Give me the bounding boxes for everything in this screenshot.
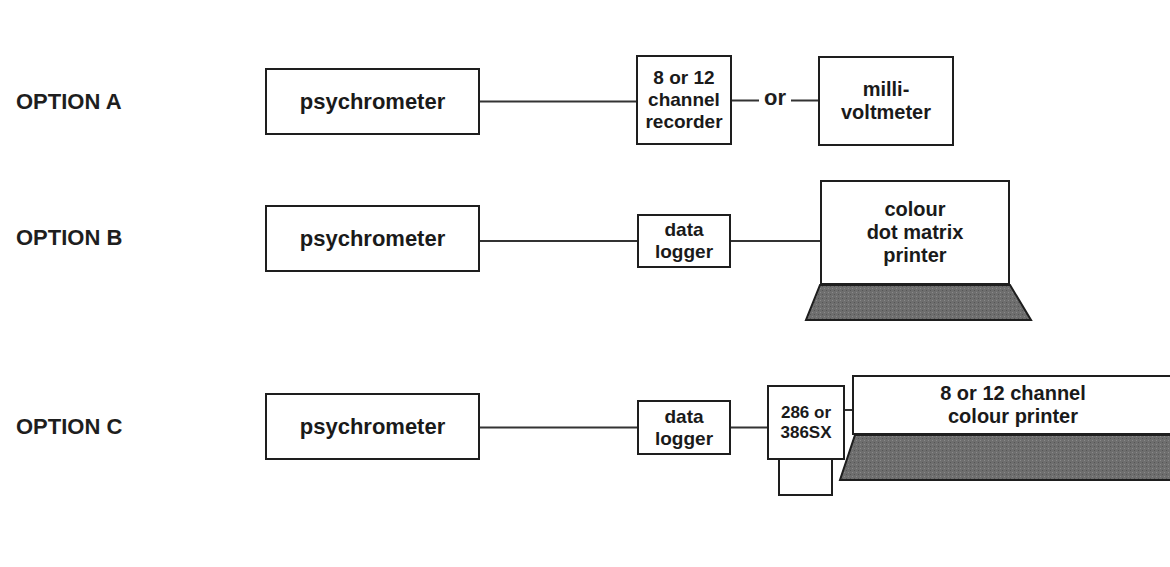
option-label: OPTION A bbox=[16, 90, 122, 114]
printer-base bbox=[806, 285, 1031, 320]
edge-label: or bbox=[759, 86, 791, 110]
device-box: data logger bbox=[637, 214, 731, 268]
device-label: data logger bbox=[639, 219, 729, 263]
printer-base bbox=[840, 435, 1170, 480]
device-box: milli- voltmeter bbox=[818, 56, 954, 146]
device-label: milli- voltmeter bbox=[820, 78, 952, 124]
computer-box: 286 or 386SX bbox=[767, 385, 845, 460]
computer-stand bbox=[779, 460, 832, 495]
connector-line bbox=[845, 409, 852, 411]
connector-line bbox=[731, 240, 820, 242]
device-label: data logger bbox=[639, 406, 729, 450]
device-box: data logger bbox=[637, 400, 731, 455]
device-box: 8 or 12 channel recorder bbox=[636, 55, 732, 145]
device-label: 8 or 12 channel recorder bbox=[638, 67, 730, 133]
connector-line bbox=[731, 427, 767, 429]
printer-box: 8 or 12 channel colour printer bbox=[852, 375, 1170, 435]
device-label: psychrometer bbox=[300, 89, 446, 114]
device-box: psychrometer bbox=[265, 393, 480, 460]
connector-line bbox=[480, 101, 636, 103]
device-box: psychrometer bbox=[265, 68, 480, 135]
device-label: psychrometer bbox=[300, 226, 446, 251]
printer-box: colour dot matrix printer bbox=[820, 180, 1010, 285]
option-label: OPTION C bbox=[16, 415, 122, 439]
device-label: 286 or 386SX bbox=[769, 403, 843, 442]
connector-line bbox=[480, 240, 637, 242]
device-box: psychrometer bbox=[265, 205, 480, 272]
device-label: 8 or 12 channel colour printer bbox=[913, 382, 1113, 428]
device-label: psychrometer bbox=[300, 414, 446, 439]
device-label: colour dot matrix printer bbox=[866, 198, 963, 267]
connector-line bbox=[480, 427, 637, 429]
option-label: OPTION B bbox=[16, 226, 122, 250]
